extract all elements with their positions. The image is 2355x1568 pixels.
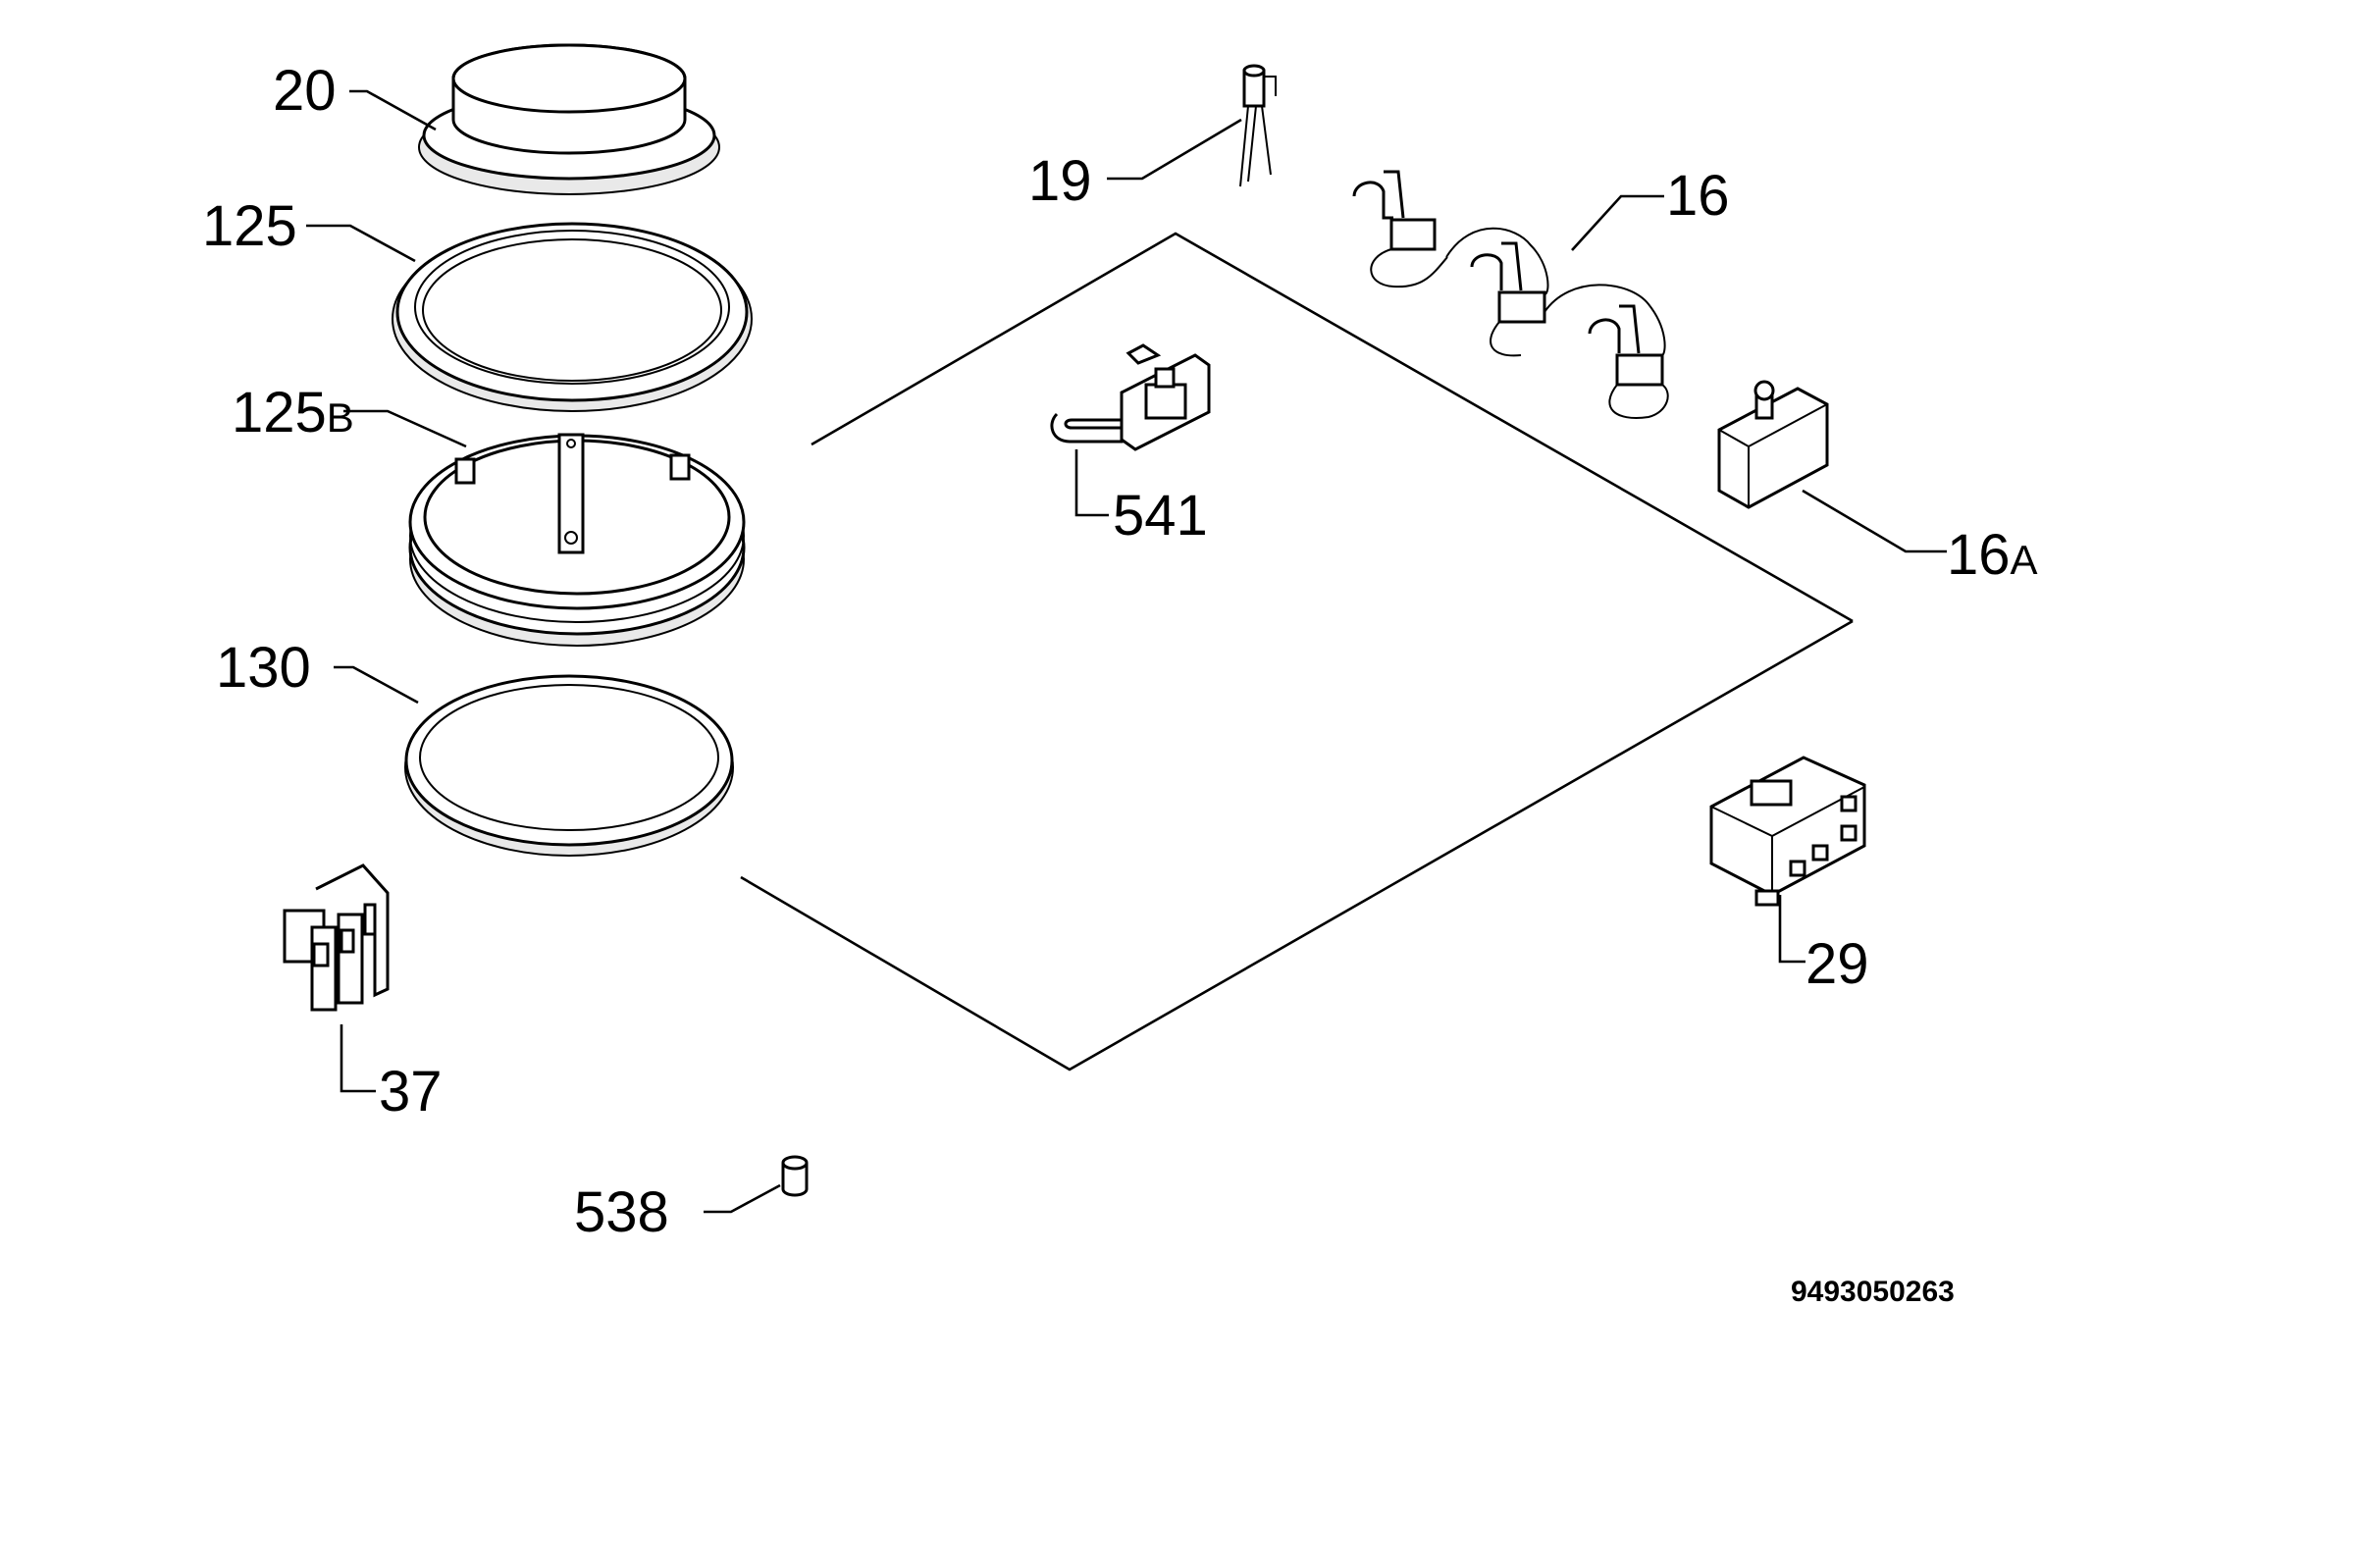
callout-19: 19 (1028, 149, 1092, 213)
leader-125 (306, 224, 416, 263)
leader-16a (1802, 489, 1947, 553)
document-number: 9493050263 (1791, 1276, 1955, 1308)
part-19-thermocouple (1239, 64, 1277, 187)
leader-19 (1107, 118, 1242, 181)
callout-125b-suffix: B (327, 394, 354, 441)
callout-16: 16 (1666, 164, 1730, 228)
part-16a-ignition-generator (1717, 380, 1829, 509)
callout-16a: 16A (1947, 523, 2038, 587)
part-125b-burner-base (408, 433, 746, 647)
leader-16 (1571, 194, 1664, 251)
callout-125: 125 (202, 194, 297, 258)
part-125-burner-ring (392, 222, 753, 412)
part-16-ignition-electrodes (1352, 170, 1669, 419)
callout-541: 541 (1113, 484, 1208, 548)
leader-538 (704, 1183, 781, 1214)
hob-outline (740, 232, 1854, 1071)
leader-lines (306, 89, 1947, 1214)
leader-37 (340, 1024, 376, 1093)
callout-37: 37 (379, 1060, 443, 1124)
callout-16a-number: 16 (1947, 523, 2011, 587)
callout-125b: 125B (232, 381, 354, 444)
part-541-holder (1050, 343, 1211, 451)
callout-125b-number: 125 (232, 381, 327, 444)
part-20-burner-cap (418, 43, 720, 195)
callout-16a-suffix: A (2011, 537, 2038, 583)
part-37-terminal-clip (283, 863, 390, 1012)
callout-20: 20 (273, 59, 337, 123)
part-538-spacer (781, 1155, 809, 1197)
callout-538: 538 (574, 1180, 669, 1244)
callout-29: 29 (1806, 932, 1869, 996)
leader-29 (1778, 895, 1806, 964)
leader-130 (334, 665, 419, 705)
callout-130: 130 (216, 636, 311, 700)
leader-125b (343, 409, 467, 448)
leader-541 (1074, 449, 1109, 517)
part-130-seal-ring (404, 674, 734, 857)
leader-20 (349, 89, 437, 131)
part-29-terminal-block (1709, 756, 1866, 907)
